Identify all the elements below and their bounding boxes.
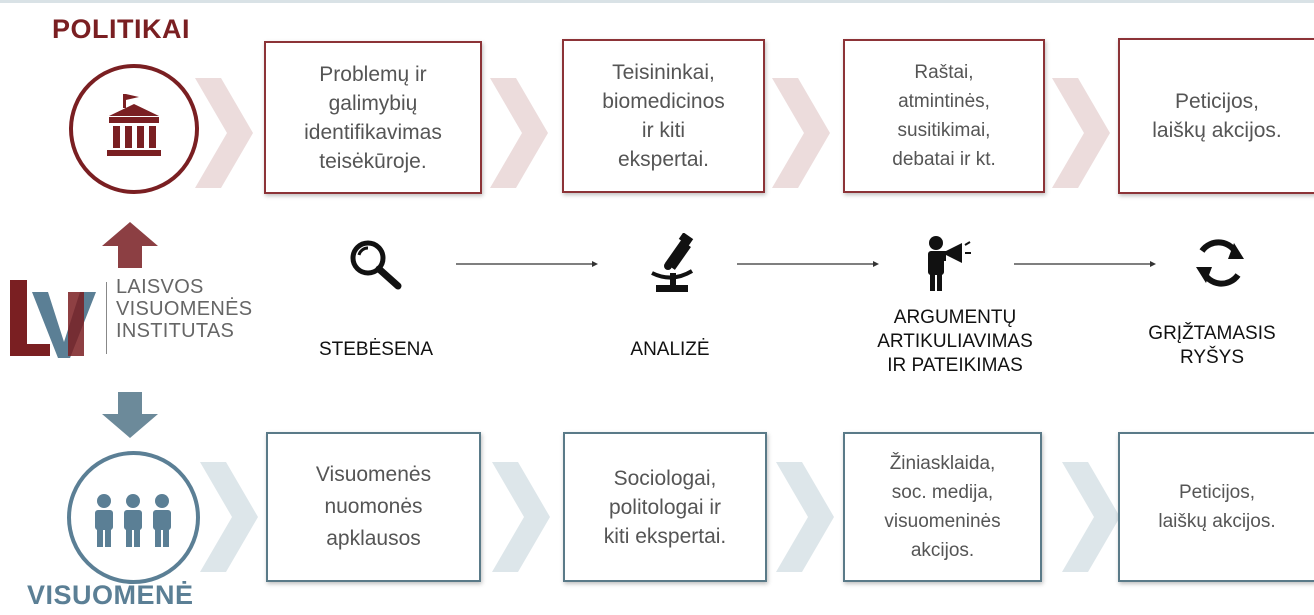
people-icon <box>95 494 171 547</box>
top-box-1: Problemų ir galimybių identifikavimas te… <box>264 41 482 194</box>
logo-divider <box>106 282 107 354</box>
top-box-1-text: Problemų ir galimybių identifikavimas te… <box>304 62 442 173</box>
top-box-4: Peticijos, laiškų akcijos. <box>1118 38 1314 194</box>
lvi-logo-icon <box>10 280 96 358</box>
chevron-top-3-icon <box>772 78 830 188</box>
bottom-box-3-text: Žiniasklaida, soc. medija, visuomeninės … <box>884 453 1001 561</box>
connector-arrow-1 <box>456 261 598 267</box>
stage-label-feedback: GRĮŽTAMASIS RYŠYS <box>1148 323 1276 368</box>
society-circle <box>67 451 200 584</box>
bottom-box-2: Sociologai, politologai ir kiti eksperta… <box>563 432 767 582</box>
society-title: VISUOMENĖ <box>27 580 194 610</box>
connector-arrow-3 <box>1014 261 1156 267</box>
top-box-2: Teisininkai, biomedicinos ir kiti eksper… <box>562 39 765 193</box>
stage-label-monitoring: STEBĖSENA <box>318 339 434 360</box>
logo-line-2: VISUOMENĖS <box>116 298 253 320</box>
logo-line-1: LAISVOS <box>116 276 204 298</box>
bottom-box-4-text: Peticijos, laiškų akcijos. <box>1158 482 1276 532</box>
politics-circle <box>69 64 199 194</box>
bottom-box-3: Žiniasklaida, soc. medija, visuomeninės … <box>843 432 1042 582</box>
bottom-box-1: Visuomenės nuomonės apklausos <box>266 432 481 582</box>
chevron-top-2-icon <box>490 78 548 188</box>
stage-label-analysis: ANALIZĖ <box>630 339 710 360</box>
bottom-box-1-text: Visuomenės nuomonės apklausos <box>315 463 432 550</box>
connector-arrow-2 <box>737 261 879 267</box>
chevron-bottom-2-icon <box>492 462 550 572</box>
arrow-up-icon <box>102 222 158 268</box>
magnifier-icon <box>350 240 402 290</box>
top-box-4-text: Peticijos, laiškų akcijos. <box>1152 90 1282 142</box>
arrow-down-icon <box>102 392 158 438</box>
bottom-box-2-text: Sociologai, politologai ir kiti eksperta… <box>603 466 727 548</box>
logo-line-3: INSTITUTAS <box>116 320 235 342</box>
refresh-icon <box>1196 239 1244 287</box>
institution-icon <box>107 94 161 156</box>
speaker-icon <box>928 236 971 291</box>
microscope-icon <box>651 233 694 292</box>
chevron-bottom-1-icon <box>200 462 258 572</box>
stage-label-argumentation: ARGUMENTŲ ARTIKULIAVIMAS IR PATEIKIMAS <box>877 307 1033 376</box>
logo-text: LAISVOS VISUOMENĖS INSTITUTAS <box>116 276 252 342</box>
politics-title: POLITIKAI <box>52 14 190 44</box>
chevron-bottom-4-icon <box>1062 462 1120 572</box>
chevron-bottom-3-icon <box>776 462 834 572</box>
chevron-top-4-icon <box>1052 78 1110 188</box>
top-box-3-text: Raštai, atmintinės, susitikimai, debatai… <box>892 62 996 170</box>
top-box-2-text: Teisininkai, biomedicinos ir kiti eksper… <box>602 61 725 171</box>
bottom-box-4: Peticijos, laiškų akcijos. <box>1118 432 1314 582</box>
chevron-top-1-icon <box>195 78 253 188</box>
top-divider <box>0 0 1314 3</box>
top-box-3: Raštai, atmintinės, susitikimai, debatai… <box>843 39 1045 193</box>
